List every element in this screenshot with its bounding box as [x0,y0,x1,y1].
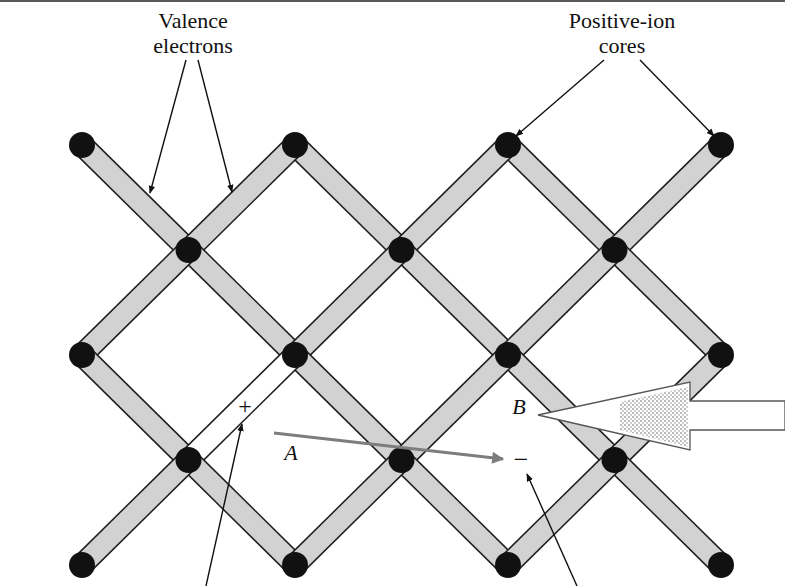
bond-band [82,460,189,565]
band-fill [189,355,296,460]
band-fill [402,355,509,460]
ion-core [69,342,95,368]
band-outline [82,460,189,565]
ion-core [708,342,734,368]
bond-band [508,250,615,355]
ion-core [282,132,308,158]
band-outline [189,250,296,355]
frame-line [0,0,785,2]
band-fill [189,145,296,250]
band-outline [508,250,615,355]
band-fill [189,250,296,355]
band-outline [402,355,509,460]
bond-band [82,355,189,460]
band-outline [402,145,509,250]
band-fill [189,460,296,565]
band-outline [189,355,296,460]
ion-core [282,552,308,578]
leader-line [640,60,714,136]
leader-line [198,60,232,192]
ion-core [708,552,734,578]
band-fill [295,250,402,355]
point-label: B [512,394,525,419]
ion-core [176,237,202,263]
leader-line [527,474,577,586]
bond-band [295,460,402,565]
bond-band [615,145,722,250]
band-outline [295,250,402,355]
bond-band [402,145,509,250]
bond-band [189,460,296,565]
ion-core [389,237,415,263]
ion-core [69,132,95,158]
band-outline [82,145,189,250]
band-fill [295,460,402,565]
ion-core [495,552,521,578]
ion-core [708,132,734,158]
band-outline [189,460,296,565]
band-outline [402,250,509,355]
charge-symbol: − [514,445,529,475]
band-fill [82,145,189,250]
ion-core [495,342,521,368]
band-outline [82,355,189,460]
bond-band [402,250,509,355]
band-fill [402,145,509,250]
band-fill [82,460,189,565]
bond-band [508,145,615,250]
band-outline [295,460,402,565]
band-fill [615,250,722,355]
ion-core [602,447,628,473]
band-outline [402,460,509,565]
bond-band [615,250,722,355]
broken-bond [189,355,296,460]
bond-bands [82,145,721,565]
ion-core [389,447,415,473]
callout-shading [620,387,688,447]
annotations [150,60,785,586]
band-fill [402,250,509,355]
bond-band [402,355,509,460]
ion-core [602,237,628,263]
band-fill [402,460,509,565]
part-label: Valence electrons [133,8,253,59]
band-fill [82,355,189,460]
band-fill [508,250,615,355]
band-fill [615,145,722,250]
band-fill [295,145,402,250]
bond-band [295,145,402,250]
ion-core [69,552,95,578]
bond-band [82,145,189,250]
band-fill [82,250,189,355]
motion-arrow [274,433,503,459]
bond-band [189,250,296,355]
leader-line [150,60,186,193]
band-outline [295,145,402,250]
bond-band [189,145,296,250]
ion-cores [69,132,734,578]
leader-line [516,60,604,136]
point-label: A [284,440,297,465]
callout-arrow [538,382,785,450]
leader-line [206,424,242,586]
band-fill [508,145,615,250]
ion-core [282,342,308,368]
bond-band [295,250,402,355]
band-fill [615,460,722,565]
band-outline [615,250,722,355]
band-outline [615,460,722,565]
bond-band [402,460,509,565]
band-outline [189,145,296,250]
charge-symbol: + [238,393,252,421]
ion-core [176,447,202,473]
part-label: Positive-ion cores [552,8,692,59]
bond-band [615,460,722,565]
band-outline [615,145,722,250]
bond-band [82,250,189,355]
band-outline [508,145,615,250]
band-outline [82,250,189,355]
